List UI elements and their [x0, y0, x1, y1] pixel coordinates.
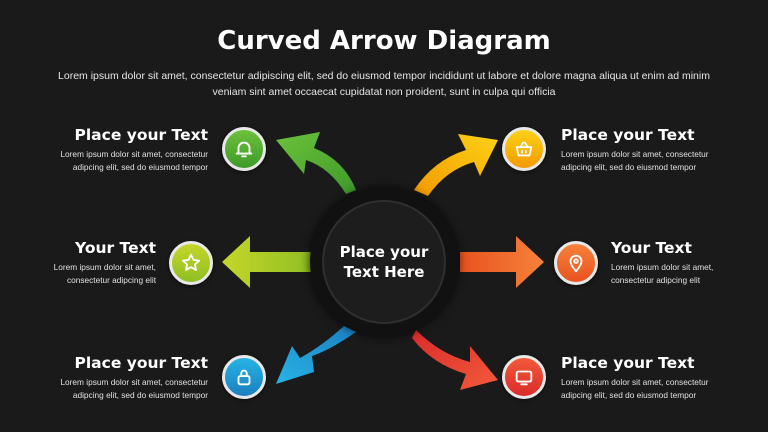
page-title: Curved Arrow Diagram: [217, 26, 551, 56]
item-text-line1: Lorem ipsum dolor sit amet, consectetur: [60, 149, 208, 159]
item-heading: Place your Text: [561, 126, 695, 144]
item-top-left: Place your Text Lorem ipsum dolor sit am…: [40, 126, 208, 173]
item-left: Your Text Lorem ipsum dolor sit amet, con…: [20, 239, 156, 286]
item-text-line2: consectetur adipcing elit: [66, 274, 156, 285]
monitor-icon: [502, 355, 546, 399]
basket-icon: [502, 127, 546, 171]
item-text-line1: Lorem ipsum dolor sit amet,: [611, 262, 714, 272]
item-text-line2: adipcing elit, sed do eiusmod tempor: [72, 161, 208, 172]
item-bottom-left: Place your Text Lorem ipsum dolor sit am…: [40, 354, 208, 401]
item-text-line1: Lorem ipsum dolor sit amet,: [53, 262, 156, 272]
item-text-line1: Lorem ipsum dolor sit amet, consectetur: [561, 377, 709, 387]
item-text-line2: consectetur adipcing elit: [611, 274, 701, 285]
item-bottom-right: Place your Text Lorem ipsum dolor sit am…: [561, 354, 741, 401]
center-line1: Place your: [339, 243, 429, 261]
item-heading: Your Text: [75, 239, 156, 257]
bell-icon: [222, 127, 266, 171]
item-heading: Your Text: [611, 239, 692, 257]
star-icon: [169, 241, 213, 285]
item-top-right: Place your Text Lorem ipsum dolor sit am…: [561, 126, 741, 173]
item-text-line2: adipcing elit, sed do eiusmod tempor: [561, 161, 697, 172]
item-text-line2: adipcing elit, sed do eiusmod tempor: [561, 389, 697, 400]
item-text-line2: adipcing elit, sed do eiusmod tempor: [72, 389, 208, 400]
page-subtitle: Lorem ipsum dolor sit amet, consectetur …: [58, 70, 710, 98]
item-text-line1: Lorem ipsum dolor sit amet, consectetur: [561, 149, 709, 159]
lock-icon: [222, 355, 266, 399]
arrow-right: [460, 236, 544, 288]
center-line2: Text Here: [343, 263, 425, 281]
arrow-top-left: [276, 132, 356, 194]
item-heading: Place your Text: [74, 126, 209, 144]
location-pin-icon: [554, 241, 598, 285]
item-heading: Place your Text: [74, 354, 209, 372]
arrow-left: [222, 236, 314, 288]
arrow-bottom-right: [412, 330, 498, 390]
arrow-top-right: [414, 134, 498, 196]
item-right: Your Text Lorem ipsum dolor sit amet, con…: [611, 239, 751, 286]
arrow-bottom-left: [276, 326, 356, 384]
item-text-line1: Lorem ipsum dolor sit amet, consectetur: [60, 377, 208, 387]
item-heading: Place your Text: [561, 354, 695, 372]
